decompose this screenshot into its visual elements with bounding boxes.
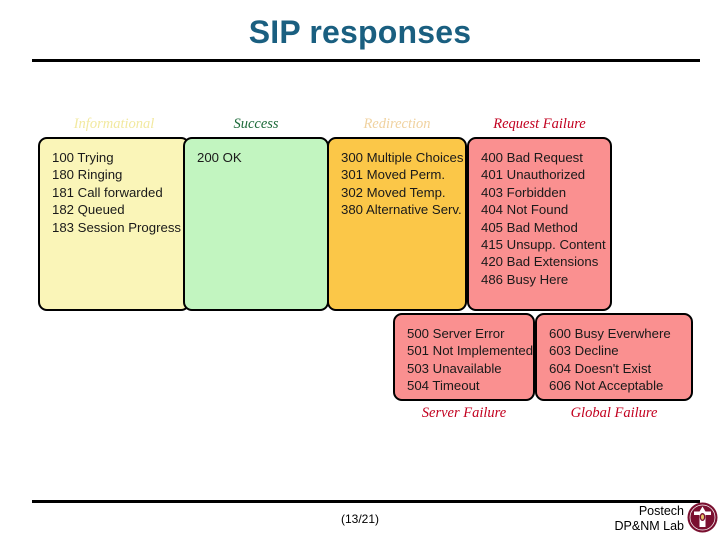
organization-label: Postech DP&NM Lab bbox=[615, 504, 684, 534]
code-line: 401 Unauthorized bbox=[481, 167, 586, 183]
code-line: 486 Busy Here bbox=[481, 271, 569, 287]
code-line: 400 Bad Request bbox=[481, 150, 583, 165]
code-line: 302 Moved Temp. bbox=[341, 184, 446, 200]
code-line: 182 Queued bbox=[52, 202, 125, 218]
code-line: 603 Decline bbox=[549, 343, 619, 359]
code-line: 606 Not Acceptable bbox=[549, 378, 664, 394]
title-divider bbox=[32, 59, 700, 62]
code-line: 404 Not Found bbox=[481, 202, 569, 218]
code-line: 200 OK bbox=[197, 150, 242, 165]
page-number: (13/21) bbox=[340, 512, 380, 526]
code-line: 301 Moved Perm. bbox=[341, 167, 446, 183]
code-line: 183 Session Progress bbox=[52, 219, 182, 235]
code-line: 500 Server Error bbox=[407, 326, 505, 341]
code-line: 420 Bad Extensions bbox=[481, 254, 599, 270]
category-label-global-failure: Global Failure bbox=[570, 405, 658, 421]
code-line: 405 Bad Method bbox=[481, 219, 578, 235]
category-label-success: Success bbox=[233, 116, 279, 132]
code-line: 180 Ringing bbox=[52, 167, 123, 183]
code-line: 415 Unsupp. Content bbox=[481, 237, 606, 253]
code-line: 600 Busy Everwhere bbox=[549, 326, 671, 341]
footer-divider bbox=[32, 500, 700, 503]
organization-line-2: DP&NM Lab bbox=[614, 519, 684, 533]
organization-line-1: Postech bbox=[638, 504, 684, 518]
code-line: 501 Not Implemented bbox=[407, 343, 534, 359]
category-label-informational: Informational bbox=[73, 116, 155, 132]
code-line: 300 Multiple Choices bbox=[341, 150, 464, 165]
code-line: 403 Forbidden bbox=[481, 184, 567, 200]
page-title: SIP responses bbox=[248, 14, 472, 50]
category-label-request-failure: Request Failure bbox=[493, 116, 586, 132]
code-line: 181 Call forwarded bbox=[52, 184, 163, 200]
code-line: 503 Unavailable bbox=[407, 360, 502, 376]
code-line: 604 Doesn't Exist bbox=[549, 360, 652, 376]
category-label-redirection: Redirection bbox=[363, 116, 431, 132]
category-label-server-failure: Server Failure bbox=[421, 405, 507, 421]
svg-text:1986: 1986 bbox=[700, 523, 707, 527]
code-line: 504 Timeout bbox=[407, 378, 480, 394]
code-line: 100 Trying bbox=[52, 150, 114, 165]
code-line: 380 Alternative Serv. bbox=[341, 202, 462, 218]
postech-seal-icon: 1986 bbox=[687, 502, 718, 533]
code-box-success: 200 OK bbox=[183, 137, 329, 311]
code-box-redirection: 300 Multiple Choices 301 Moved Perm.302 M… bbox=[327, 137, 467, 311]
